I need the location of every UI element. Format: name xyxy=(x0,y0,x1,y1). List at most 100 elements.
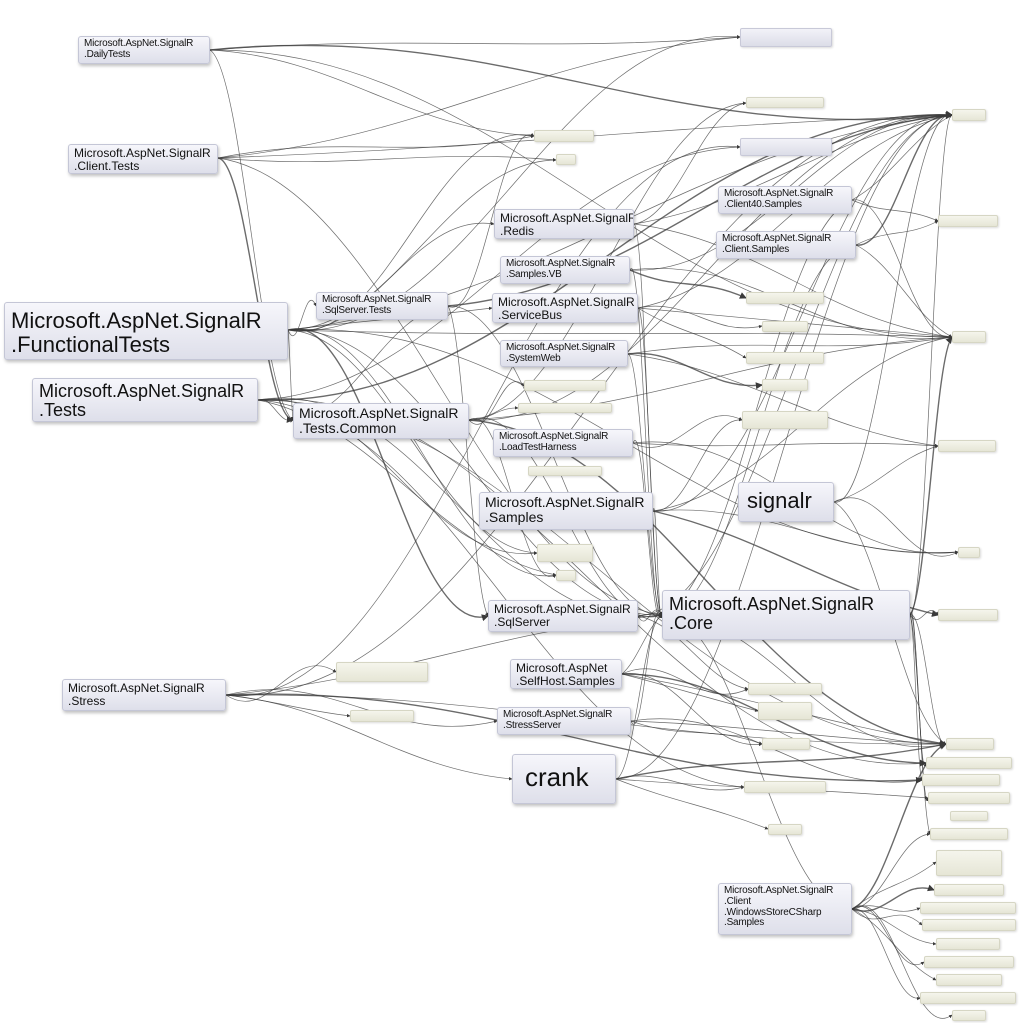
edge xyxy=(287,158,557,331)
edge xyxy=(630,611,663,725)
blank-node[interactable] xyxy=(528,466,602,476)
node-sqlserver-tests[interactable]: Microsoft.AspNet.SignalR .SqlServer.Test… xyxy=(316,292,448,320)
node-stressserver[interactable]: Microsoft.AspNet.SignalR .StressServer xyxy=(497,707,631,735)
blank-node[interactable] xyxy=(534,130,594,142)
node-sqlserver[interactable]: Microsoft.AspNet.SignalR .SqlServer xyxy=(488,600,638,632)
blank-node[interactable] xyxy=(920,902,1016,914)
node-core[interactable]: Microsoft.AspNet.SignalR .Core xyxy=(662,590,910,640)
edge xyxy=(217,157,294,423)
node-windowsstore-samples[interactable]: Microsoft.AspNet.SignalR .Client .Window… xyxy=(718,883,852,935)
blank-node[interactable] xyxy=(537,544,593,562)
node-line: .Samples xyxy=(485,509,544,526)
node-line: Microsoft.AspNet.SignalR xyxy=(669,594,875,614)
blank-node[interactable] xyxy=(762,379,808,391)
blank-node[interactable] xyxy=(936,938,1000,950)
node-functional-tests[interactable]: Microsoft.AspNet.SignalR .FunctionalTest… xyxy=(4,302,288,360)
node-signalr[interactable]: signalr xyxy=(738,482,834,522)
edge xyxy=(615,741,947,780)
blank-node[interactable] xyxy=(926,757,1012,769)
blank-node[interactable] xyxy=(920,992,1016,1004)
node-client-tests[interactable]: Microsoft.AspNet.SignalR .Client.Tests xyxy=(68,144,218,174)
blank-node[interactable] xyxy=(952,109,986,121)
node-line: Microsoft.AspNet.SignalR xyxy=(724,885,834,896)
blank-node[interactable] xyxy=(740,28,832,47)
blank-node[interactable] xyxy=(952,331,986,343)
node-loadtest-harness[interactable]: Microsoft.AspNet.SignalR .LoadTestHarnes… xyxy=(493,429,633,457)
blank-node[interactable] xyxy=(922,919,1016,931)
edge xyxy=(855,220,939,246)
edge xyxy=(627,352,763,390)
node-stress[interactable]: Microsoft.AspNet.SignalR .Stress xyxy=(62,679,226,711)
node-samples[interactable]: Microsoft.AspNet.SignalR .Samples xyxy=(479,492,653,530)
blank-node[interactable] xyxy=(958,547,980,558)
node-line: signalr xyxy=(747,488,812,513)
node-crank[interactable]: crank xyxy=(512,754,616,804)
blank-node[interactable] xyxy=(740,138,832,156)
blank-node[interactable] xyxy=(950,811,988,821)
edge xyxy=(851,832,931,910)
blank-node[interactable] xyxy=(762,738,810,750)
blank-node[interactable] xyxy=(746,352,824,364)
blank-node[interactable] xyxy=(518,403,612,413)
blank-node[interactable] xyxy=(936,850,1002,876)
blank-node[interactable] xyxy=(922,774,1000,786)
node-line: Microsoft.AspNet.SignalR xyxy=(74,146,211,160)
node-redis[interactable]: Microsoft.AspNet.SignalR .Redis xyxy=(494,209,634,239)
edge xyxy=(909,336,953,616)
blank-node[interactable] xyxy=(762,321,808,332)
blank-node[interactable] xyxy=(758,702,812,720)
edge xyxy=(217,134,535,159)
blank-node[interactable] xyxy=(556,570,576,581)
edge xyxy=(630,718,923,783)
blank-node[interactable] xyxy=(924,956,1014,968)
blank-node[interactable] xyxy=(336,662,428,682)
edge xyxy=(851,905,925,966)
node-selfhost-samples[interactable]: Microsoft.AspNet .SelfHost.Samples xyxy=(510,659,622,689)
blank-node[interactable] xyxy=(938,215,998,227)
blank-node[interactable] xyxy=(746,292,824,304)
edge xyxy=(851,114,953,201)
node-samples-vb[interactable]: Microsoft.AspNet.SignalR .Samples.VB xyxy=(500,256,630,284)
node-line: Microsoft.AspNet.SignalR xyxy=(506,258,616,269)
edge xyxy=(627,353,939,448)
blank-node[interactable] xyxy=(556,154,576,165)
node-line: Microsoft.AspNet.SignalR xyxy=(506,342,616,353)
blank-node[interactable] xyxy=(938,609,998,621)
blank-node[interactable] xyxy=(952,1010,986,1021)
node-client40-samples[interactable]: Microsoft.AspNet.SignalR .Client40.Sampl… xyxy=(718,186,852,214)
edge xyxy=(637,113,953,617)
blank-node[interactable] xyxy=(768,824,802,835)
blank-node[interactable] xyxy=(934,884,1004,896)
node-line: .DailyTests xyxy=(84,48,131,60)
node-line: Microsoft.AspNet.SignalR xyxy=(724,188,834,199)
node-tests[interactable]: Microsoft.AspNet.SignalR .Tests xyxy=(32,378,258,422)
node-systemweb[interactable]: Microsoft.AspNet.SignalR .SystemWeb xyxy=(500,340,628,367)
edge xyxy=(633,113,953,225)
blank-node[interactable] xyxy=(938,440,996,452)
node-daily-tests[interactable]: Microsoft.AspNet.SignalR .DailyTests xyxy=(78,36,210,64)
edge xyxy=(209,35,741,51)
blank-node[interactable] xyxy=(928,792,1010,804)
node-servicebus[interactable]: Microsoft.AspNet.SignalR .ServiceBus xyxy=(492,293,638,323)
node-line: Microsoft.AspNet.SignalR xyxy=(84,38,194,49)
blank-node[interactable] xyxy=(350,710,414,722)
blank-node[interactable] xyxy=(744,781,826,793)
edge xyxy=(851,199,953,340)
blank-node[interactable] xyxy=(930,828,1008,840)
edge xyxy=(287,328,557,578)
edge xyxy=(855,110,953,246)
edge xyxy=(287,329,538,555)
node-tests-common[interactable]: Microsoft.AspNet.SignalR .Tests.Common xyxy=(293,403,469,439)
blank-node[interactable] xyxy=(746,97,824,108)
blank-node[interactable] xyxy=(946,738,994,750)
node-line: Microsoft.AspNet.SignalR xyxy=(498,295,635,309)
blank-node[interactable] xyxy=(742,411,828,429)
blank-node[interactable] xyxy=(748,683,822,695)
edge xyxy=(447,132,535,308)
node-client-samples[interactable]: Microsoft.AspNet.SignalR .Client.Samples xyxy=(716,231,856,259)
blank-node[interactable] xyxy=(524,380,606,391)
node-line: .Redis xyxy=(500,223,535,238)
node-line: .StressServer xyxy=(503,719,561,731)
node-line: Microsoft.AspNet.SignalR xyxy=(485,494,645,510)
blank-node[interactable] xyxy=(936,974,1002,986)
